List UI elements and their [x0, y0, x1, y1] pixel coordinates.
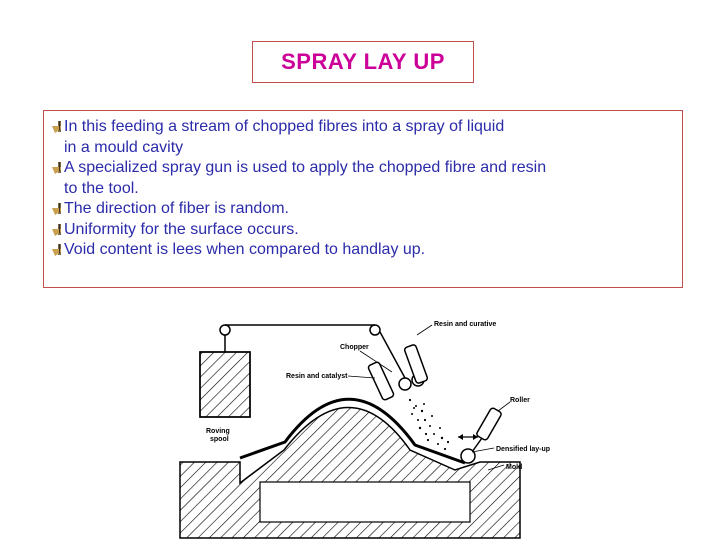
label-roller: Roller [510, 397, 530, 404]
label-densified-layup: Densified lay-up [496, 446, 550, 453]
roving-spool [199, 335, 251, 418]
bullet-item-3: The direction of fiber is random. [52, 199, 682, 220]
arrow-bullet-icon [52, 220, 64, 240]
bullet-text: In this feeding a stream of chopped fibr… [64, 118, 505, 156]
bullet-item-4: Uniformity for the surface occurs. [52, 220, 682, 241]
resin-catalyst-gun [367, 361, 395, 401]
label-mold: Mold [506, 464, 522, 471]
slide-title: SPRAY LAY UP [281, 49, 445, 74]
label-roving: Roving [206, 428, 230, 435]
arrow-bullet-icon [52, 117, 64, 137]
label-resin-curative: Resin and curative [434, 321, 496, 328]
arrow-bullet-icon [52, 158, 64, 178]
bullet-text: A specialized spray gun is used to apply… [64, 159, 547, 197]
label-spool: spool [210, 436, 229, 443]
bullet-text: Uniformity for the surface occurs. [64, 220, 299, 238]
arrow-bullet-icon [52, 240, 64, 260]
bullet-item-5: Void content is lees when compared to ha… [52, 240, 682, 261]
label-resin-catalyst: Resin and catalyst [286, 373, 348, 380]
mold-cavity [259, 481, 471, 523]
layup-layer [239, 397, 466, 465]
bullet-text: Void content is lees when compared to ha… [64, 241, 426, 258]
spray [408, 398, 450, 456]
bullet-list: In this feeding a stream of chopped fibr… [43, 110, 683, 288]
title-box: SPRAY LAY UP [252, 41, 474, 83]
bullet-item-1: In this feeding a stream of chopped fibr… [52, 117, 682, 158]
roller [460, 407, 502, 464]
spray-layup-diagram: Resin and curative Chopper Resin and cat… [179, 321, 550, 539]
arrow-bullet-icon [52, 199, 64, 219]
bullet-text: The direction of fiber is random. [64, 200, 289, 217]
bullet-item-2: A specialized spray gun is used to apply… [52, 158, 682, 199]
label-chopper: Chopper [340, 344, 369, 351]
resin-curative-gun [403, 344, 429, 384]
